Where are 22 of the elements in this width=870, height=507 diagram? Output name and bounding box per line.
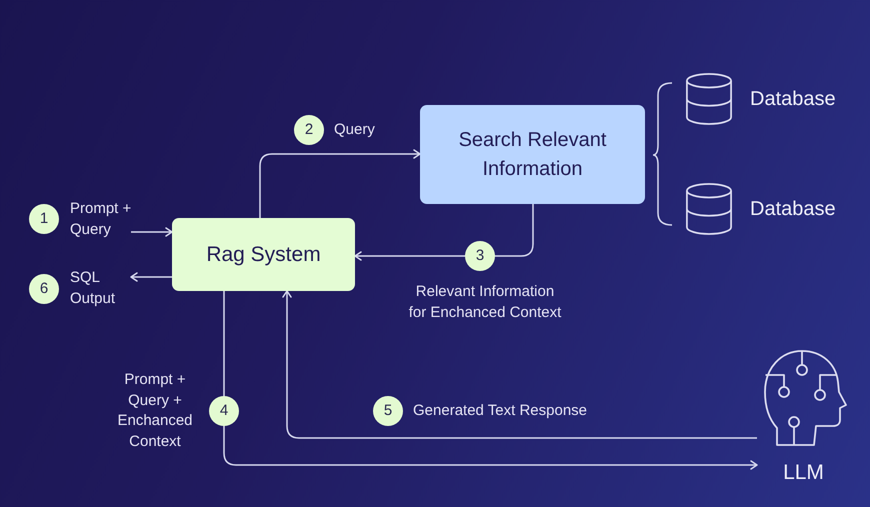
edge-label: SQL Output xyxy=(70,268,116,308)
edge-label: Relevant Information for Enchanced Context xyxy=(408,282,562,322)
node-label: Database xyxy=(750,197,836,222)
arrow xyxy=(131,227,173,237)
step-number: 5 xyxy=(373,396,403,426)
process-box: Search Relevant Information xyxy=(420,105,645,204)
edge-label: Generated Text Response xyxy=(413,401,588,421)
step-number: 6 xyxy=(29,274,59,304)
node-label: LLM xyxy=(782,460,825,486)
step-number: 2 xyxy=(294,115,324,145)
step-number: 3 xyxy=(465,241,495,271)
arrow xyxy=(130,272,172,282)
arrow xyxy=(223,291,758,470)
edge-label: Prompt + Query xyxy=(70,199,132,240)
arrow xyxy=(259,149,421,218)
edge-label: Query xyxy=(334,120,376,140)
edge-label: Prompt + Query + Enchanced Context xyxy=(116,370,194,452)
process-box: Rag System xyxy=(172,218,355,291)
step-number: 4 xyxy=(209,396,239,426)
step-number: 1 xyxy=(29,204,59,234)
node-label: Database xyxy=(750,87,836,112)
arrow xyxy=(282,290,757,439)
